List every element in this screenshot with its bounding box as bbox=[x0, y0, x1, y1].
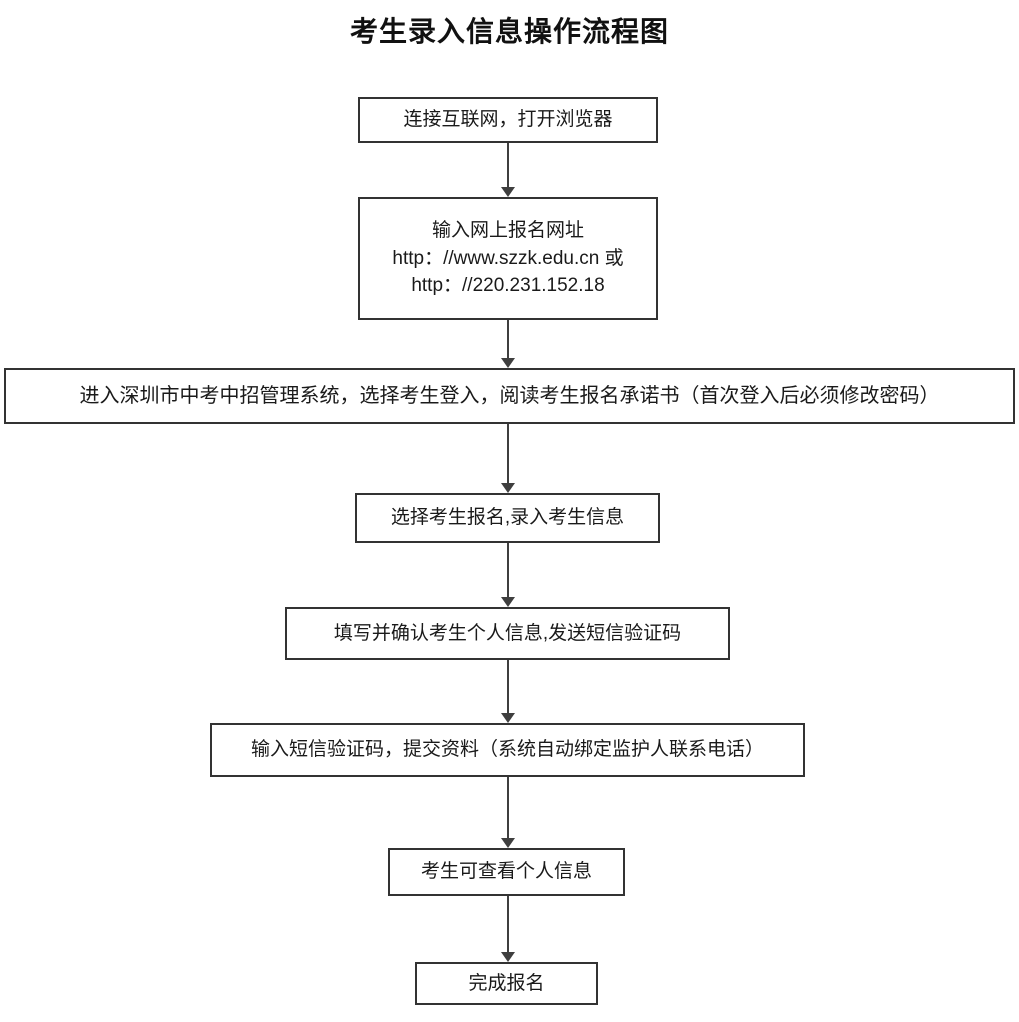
flow-node-label: 填写并确认考生个人信息,发送短信验证码 bbox=[333, 622, 682, 644]
flow-arrow bbox=[501, 660, 515, 723]
flow-node-label: 完成报名 bbox=[468, 972, 545, 994]
arrow-down-icon bbox=[501, 952, 515, 962]
flow-node-login-system: 进入深圳市中考中招管理系统，选择考生登入，阅读考生报名承诺书（首次登入后必须修改… bbox=[4, 368, 1015, 424]
flow-node-label: 输入短信验证码，提交资料（系统自动绑定监护人联系电话） bbox=[250, 739, 764, 761]
arrow-down-icon bbox=[501, 713, 515, 723]
flow-node-select-registration: 选择考生报名,录入考生信息 bbox=[355, 493, 660, 543]
flow-node-fill-personal-info: 填写并确认考生个人信息,发送短信验证码 bbox=[285, 607, 730, 660]
arrow-shaft bbox=[507, 777, 509, 839]
flow-node-connect-internet: 连接互联网，打开浏览器 bbox=[358, 97, 658, 143]
arrow-down-icon bbox=[501, 358, 515, 368]
arrow-shaft bbox=[507, 424, 509, 484]
flow-node-view-personal-info: 考生可查看个人信息 bbox=[388, 848, 625, 896]
flow-node-label: 考生可查看个人信息 bbox=[420, 861, 592, 883]
arrow-down-icon bbox=[501, 838, 515, 848]
flow-arrow bbox=[501, 543, 515, 607]
flow-node-url-secondary: http：//220.231.152.18 bbox=[411, 275, 605, 297]
arrow-down-icon bbox=[501, 483, 515, 493]
arrow-down-icon bbox=[501, 187, 515, 197]
arrow-shaft bbox=[507, 320, 509, 359]
arrow-shaft bbox=[507, 543, 509, 598]
flow-arrow bbox=[501, 777, 515, 848]
flow-node-complete-registration: 完成报名 bbox=[415, 962, 598, 1005]
flow-node-submit-sms-code: 输入短信验证码，提交资料（系统自动绑定监护人联系电话） bbox=[210, 723, 805, 777]
flow-node-label: 连接互联网，打开浏览器 bbox=[403, 109, 613, 131]
flow-node-label-line: 输入网上报名网址 bbox=[431, 220, 584, 242]
flow-node-enter-url: 输入网上报名网址 http：//www.szzk.edu.cn 或 http：/… bbox=[358, 197, 658, 320]
flow-arrow bbox=[501, 424, 515, 493]
page-title: 考生录入信息操作流程图 bbox=[349, 16, 669, 47]
flow-node-label: 选择考生报名,录入考生信息 bbox=[390, 507, 625, 529]
flow-arrow bbox=[501, 896, 515, 962]
flow-arrow bbox=[501, 143, 515, 197]
arrow-shaft bbox=[507, 896, 509, 953]
arrow-shaft bbox=[507, 660, 509, 714]
arrow-down-icon bbox=[501, 597, 515, 607]
arrow-shaft bbox=[507, 143, 509, 188]
flow-arrow bbox=[501, 320, 515, 368]
flow-node-label: 进入深圳市中考中招管理系统，选择考生登入，阅读考生报名承诺书（首次登入后必须修改… bbox=[79, 384, 940, 407]
flow-node-url-primary: http：//www.szzk.edu.cn 或 bbox=[392, 247, 624, 269]
